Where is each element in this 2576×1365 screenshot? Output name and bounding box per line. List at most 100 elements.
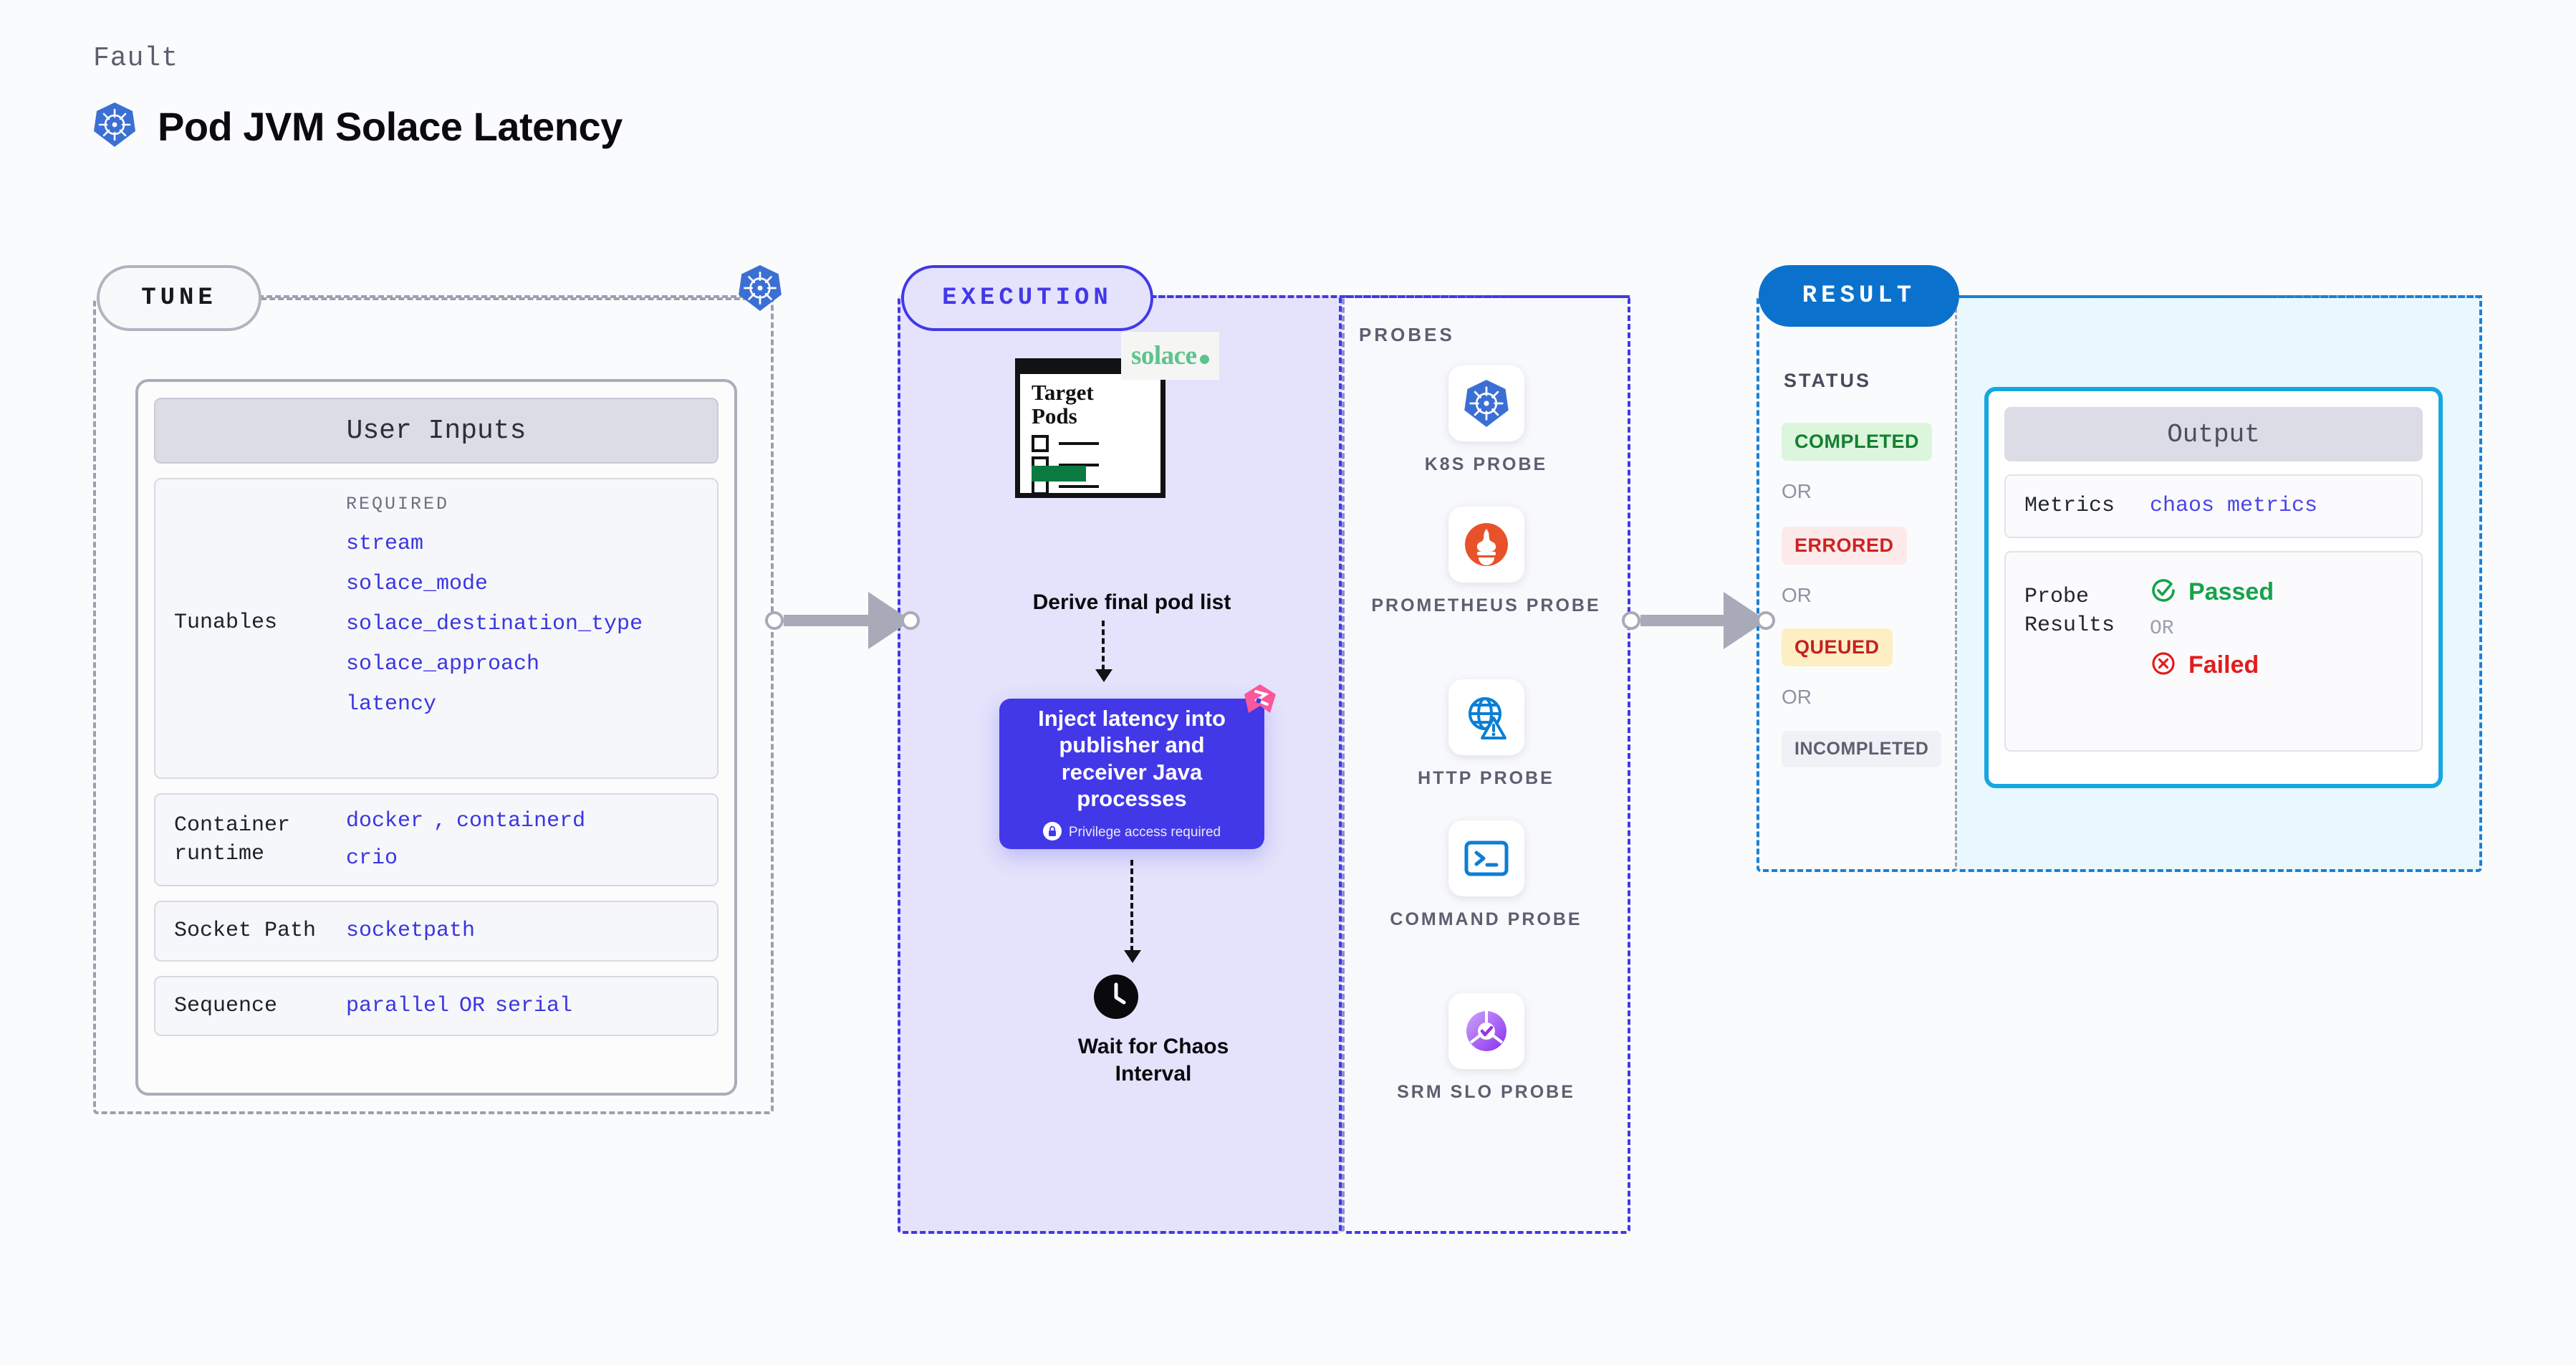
probe-command[interactable]: COMMAND PROBE [1342, 820, 1630, 932]
container-runtime-row: Container runtime docker , containerd cr… [154, 793, 719, 886]
status-label: STATUS [1784, 370, 1871, 391]
probe-label: COMMAND PROBE [1390, 909, 1582, 929]
tunables-values: REQUIRED stream solace_mode solace_desti… [346, 494, 643, 715]
status-badge-errored: ERRORED [1782, 527, 1907, 565]
page-title-row: Pod JVM Solace Latency [93, 101, 623, 152]
connector-tune-to-execution [765, 592, 920, 649]
container-runtime-values: docker , containerd crio [346, 809, 585, 871]
sequence-separator: OR [459, 993, 486, 1018]
tunable-stream[interactable]: stream [346, 532, 424, 556]
status-or-2: OR [1782, 584, 1812, 606]
probes-label: PROBES [1359, 324, 1455, 345]
lock-icon [1042, 821, 1062, 844]
sequence-serial[interactable]: serial [495, 993, 573, 1018]
clock-icon [1094, 974, 1138, 1022]
page-title: Pod JVM Solace Latency [158, 104, 623, 149]
progress-bar [1032, 466, 1086, 482]
required-label: REQUIRED [346, 494, 450, 514]
probes-panel [1342, 295, 1630, 1234]
status-badge-incompleted: INCOMPLETED [1782, 731, 1942, 767]
sequence-key: Sequence [174, 993, 278, 1018]
status-or-3: OR [1782, 686, 1812, 708]
output-card: Output Metrics chaos metrics Probe Resul… [1984, 387, 2443, 788]
privilege-note: Privilege access required [1042, 821, 1221, 844]
user-inputs-card: User Inputs Tunables REQUIRED stream sol… [135, 379, 737, 1096]
solace-dot-icon [1199, 355, 1209, 364]
connector-end-dot [1756, 611, 1775, 630]
probe-result-passed: Passed [2150, 577, 2274, 608]
flow-arrow-1 [1095, 621, 1112, 682]
connector-start-dot [765, 611, 784, 630]
wait-for-chaos-caption: Wait for Chaos Interval [1077, 1035, 1229, 1086]
connector-bar [784, 615, 870, 626]
kubernetes-icon [1448, 365, 1524, 441]
failed-label: Failed [2188, 651, 2259, 679]
kubernetes-icon [93, 101, 136, 152]
target-pods-document: Target Pods solace [1015, 332, 1219, 498]
probe-srm-slo[interactable]: SRM SLO PROBE [1342, 993, 1630, 1105]
tune-panel: User Inputs Tunables REQUIRED stream sol… [93, 297, 774, 1114]
user-inputs-title: User Inputs [154, 398, 719, 464]
checkbox-icon [1032, 435, 1049, 452]
probe-result-failed: Failed [2150, 650, 2274, 681]
inject-latency-step[interactable]: Inject latency into publisher and receiv… [999, 684, 1276, 849]
probe-label: HTTP PROBE [1418, 768, 1554, 788]
tunable-solace-mode[interactable]: solace_mode [346, 572, 489, 596]
socket-path-value[interactable]: socketpath [346, 919, 476, 944]
privilege-label: Privilege access required [1068, 825, 1221, 840]
sequence-row: Sequence parallel OR serial [154, 975, 719, 1036]
srm-slo-donut-icon [1448, 993, 1524, 1069]
fault-kicker: Fault [93, 43, 179, 74]
probe-label: SRM SLO PROBE [1397, 1082, 1575, 1102]
status-or-1: OR [1782, 480, 1812, 502]
result-panel [1756, 295, 1957, 872]
connector-execution-to-result [1622, 592, 1775, 649]
runtime-docker[interactable]: docker [346, 809, 424, 833]
x-circle-icon [2150, 650, 2177, 681]
inject-latency-text: Inject latency into publisher and receiv… [1038, 706, 1226, 811]
http-globe-warning-icon [1448, 679, 1524, 755]
connector-end-dot [901, 611, 920, 630]
result-stage-pill[interactable]: RESULT [1759, 265, 1959, 327]
derive-pod-list-caption: Derive final pod list [1032, 590, 1231, 614]
terminal-icon [1448, 820, 1524, 896]
passed-label: Passed [2188, 578, 2274, 605]
execution-top-divider [1150, 295, 1630, 298]
tune-stage-pill[interactable]: TUNE [97, 265, 261, 331]
probe-label: PROMETHEUS PROBE [1371, 595, 1601, 616]
execution-stage-pill[interactable]: EXECUTION [901, 265, 1153, 331]
probe-results-row: Probe Results Passed OR [2004, 550, 2423, 752]
tunables-row: Tunables REQUIRED stream solace_mode sol… [154, 478, 719, 779]
target-pods-card: Target Pods [1015, 358, 1166, 498]
connector-start-dot [1622, 611, 1640, 630]
metrics-value[interactable]: chaos metrics [2150, 494, 2318, 519]
tune-top-divider [258, 295, 745, 298]
prometheus-icon [1448, 507, 1524, 583]
probe-k8s[interactable]: K8S PROBE [1342, 365, 1630, 477]
connector-bar [1640, 615, 1725, 626]
tunable-latency[interactable]: latency [346, 692, 437, 717]
probe-prometheus[interactable]: PROMETHEUS PROBE [1342, 507, 1630, 618]
container-runtime-key: Container runtime [174, 813, 291, 867]
runtime-containerd[interactable]: containerd [456, 809, 586, 833]
kubernetes-icon [738, 264, 782, 316]
socket-path-row: Socket Path socketpath [154, 901, 719, 962]
tunable-solace-approach[interactable]: solace_approach [346, 652, 540, 676]
litmus-logo-icon [1239, 681, 1280, 724]
socket-path-key: Socket Path [174, 919, 317, 943]
solace-logo: solace [1121, 332, 1219, 380]
status-badge-queued: QUEUED [1782, 628, 1893, 666]
solace-wordmark: solace [1131, 341, 1197, 370]
sequence-parallel[interactable]: parallel [346, 993, 450, 1018]
runtime-separator: , [433, 809, 447, 833]
status-badge-completed: COMPLETED [1782, 423, 1933, 461]
page-header: Fault Pod JVM Solace Latency [93, 43, 623, 152]
tunable-solace-destination-type[interactable]: solace_destination_type [346, 612, 643, 636]
result-top-divider [1956, 295, 2482, 298]
document-titlebar [1015, 358, 1130, 374]
runtime-crio[interactable]: crio [346, 846, 398, 871]
probe-http[interactable]: HTTP PROBE [1342, 679, 1630, 791]
metrics-row: Metrics chaos metrics [2004, 474, 2423, 538]
flow-arrow-2 [1124, 860, 1141, 963]
target-pods-title: Target Pods [1032, 380, 1094, 429]
